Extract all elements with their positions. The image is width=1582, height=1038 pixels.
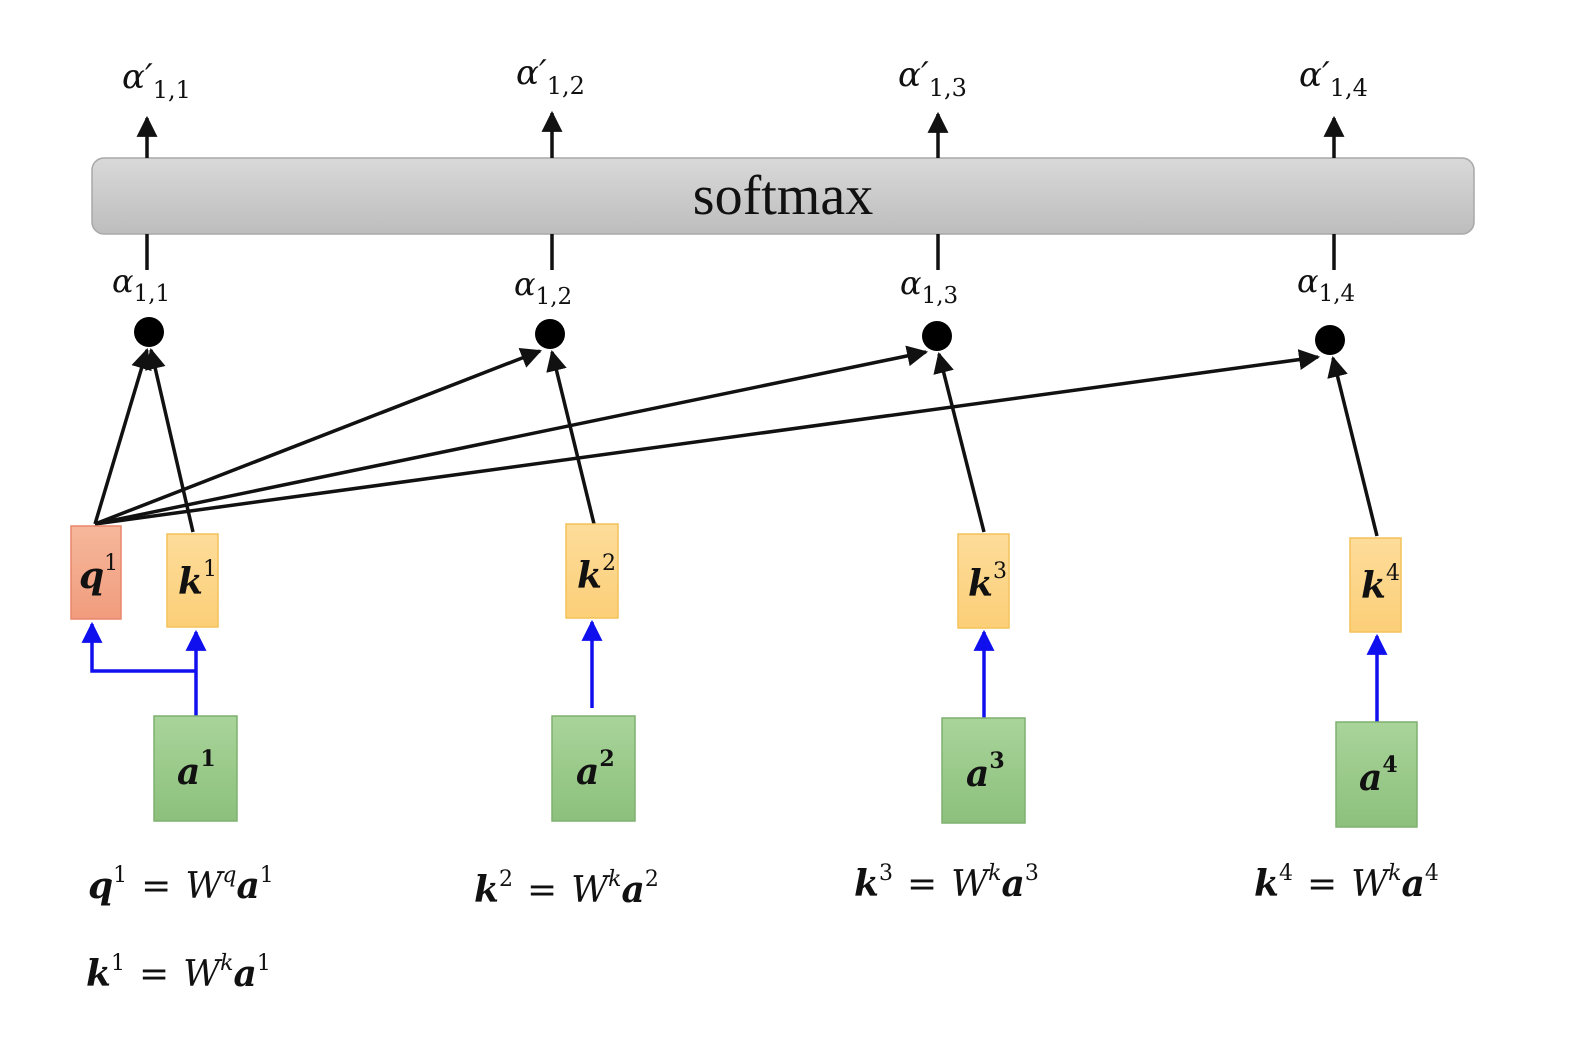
projection-arrows bbox=[81, 619, 1388, 722]
score-node-3 bbox=[922, 321, 952, 351]
q1-to-score-2-arrow bbox=[94, 348, 542, 526]
score-label-4: α1,4 bbox=[1297, 262, 1355, 307]
key-box-2 bbox=[565, 523, 619, 619]
score-node-1 bbox=[134, 317, 164, 347]
score-label-2: α1,2 bbox=[514, 265, 572, 310]
output-label-4: α′1,4 bbox=[1299, 55, 1368, 102]
equation-k1: k1=Wka1 bbox=[86, 951, 271, 995]
a1-to-q1-arrow bbox=[81, 621, 196, 673]
score-label-3: α1,3 bbox=[900, 264, 958, 309]
input-label-1: a1 bbox=[177, 746, 216, 793]
dot-product-arrows bbox=[93, 345, 1379, 537]
input-label-4: a4 bbox=[1359, 752, 1398, 799]
output-arrows bbox=[136, 110, 1345, 158]
q1-to-score-1-arrow bbox=[93, 347, 152, 525]
key-box-3 bbox=[957, 533, 1010, 629]
softmax-label: softmax bbox=[693, 165, 873, 227]
output-label-2: α′1,2 bbox=[516, 53, 585, 100]
input-box-3 bbox=[941, 717, 1026, 824]
key-label-4: k4 bbox=[1361, 561, 1400, 607]
equation-k3: k3=Wka3 bbox=[854, 861, 1039, 905]
q1-to-score-4-arrow bbox=[94, 349, 1321, 526]
equation-k4: k4=Wka4 bbox=[1254, 861, 1439, 905]
equation-k2: k2=Wka2 bbox=[474, 867, 659, 911]
output-label-3: α′1,3 bbox=[898, 55, 967, 102]
softmax-layer: softmax bbox=[91, 157, 1475, 235]
score-labels: α1,1 α1,2 α1,3 α1,4 bbox=[112, 262, 1355, 310]
score-node-2 bbox=[535, 319, 565, 349]
query-label-1: q1 bbox=[79, 551, 118, 597]
input-box-2 bbox=[551, 715, 636, 822]
input-box-1 bbox=[153, 715, 238, 822]
query-key-boxes: q1 k1 k2 k3 k4 bbox=[70, 523, 1402, 633]
k4-to-score-4-arrow bbox=[1327, 355, 1379, 537]
equation-q1: q1=Wqa1 bbox=[88, 863, 274, 907]
softmax-input-lines bbox=[145, 234, 1336, 270]
score-node-4 bbox=[1315, 325, 1345, 355]
softmax-box bbox=[91, 157, 1475, 235]
equations: q1=Wqa1 k2=Wka2 k3=Wka3 k4=Wka4 k1=Wka1 bbox=[86, 861, 1439, 995]
score-label-1: α1,1 bbox=[112, 262, 170, 307]
output-labels: α′1,1 α′1,2 α′1,3 α′1,4 bbox=[122, 53, 1368, 104]
input-label-2: a2 bbox=[576, 746, 615, 793]
key-label-2: k2 bbox=[577, 551, 616, 597]
k2-to-score-2-arrow bbox=[546, 349, 597, 529]
query-box-1 bbox=[70, 525, 122, 620]
output-label-1: α′1,1 bbox=[122, 57, 191, 104]
key-box-4 bbox=[1349, 537, 1402, 633]
score-nodes bbox=[134, 317, 1345, 355]
input-boxes: a1 a2 a3 a4 bbox=[153, 715, 1418, 828]
k3-to-score-3-arrow bbox=[933, 351, 986, 533]
input-label-3: a3 bbox=[966, 748, 1005, 795]
key-label-3: k3 bbox=[968, 559, 1007, 605]
q1-to-score-3-arrow bbox=[94, 345, 929, 526]
key-label-1: k1 bbox=[178, 557, 217, 603]
k1-to-score-1-arrow bbox=[145, 347, 195, 533]
key-box-1 bbox=[166, 533, 219, 628]
input-box-4 bbox=[1335, 721, 1418, 828]
